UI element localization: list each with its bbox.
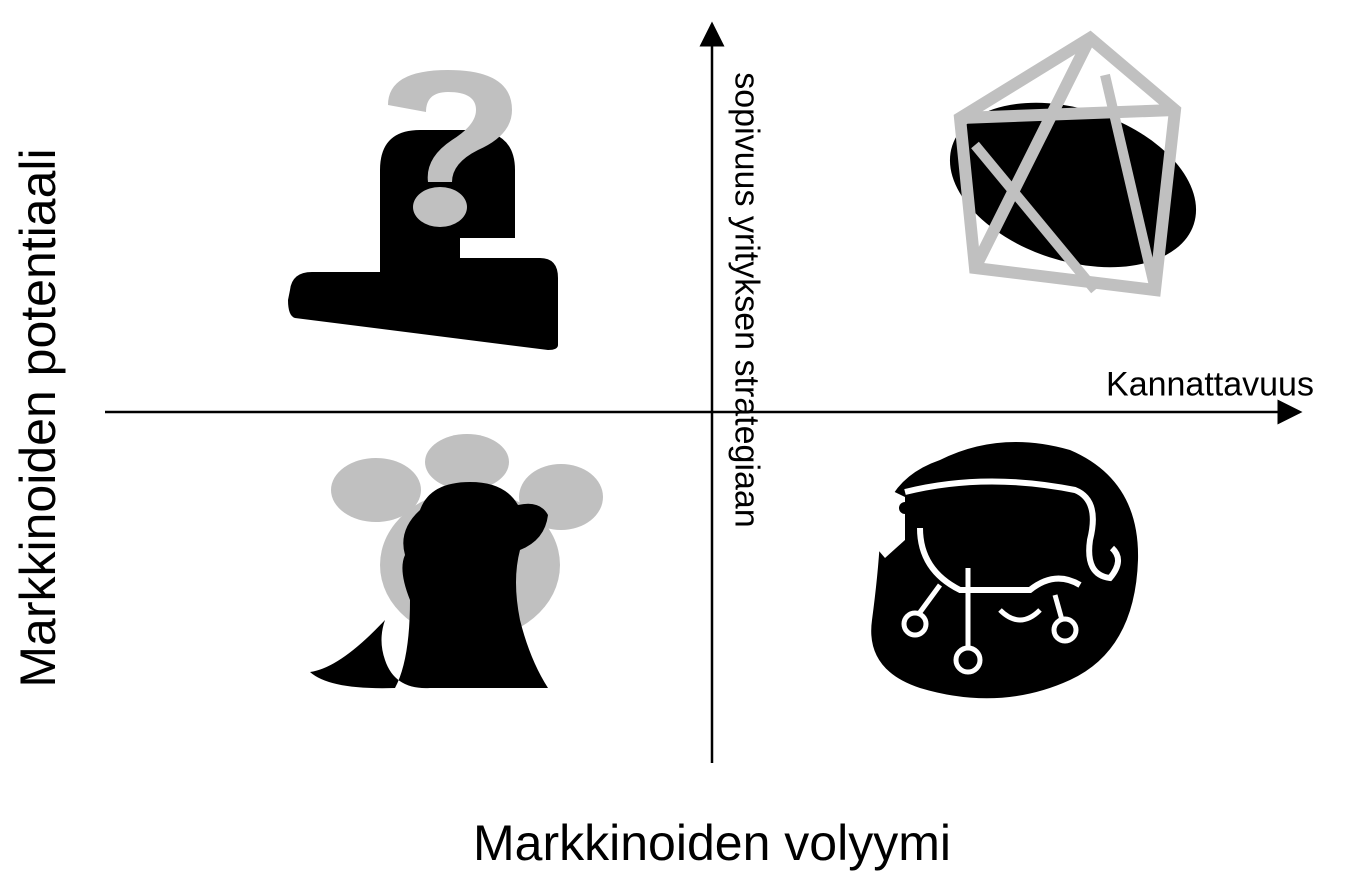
cow-icon	[825, 442, 1139, 699]
dog-icon	[310, 434, 603, 689]
vertical-axis-title: Markkinoiden potentiaali	[10, 148, 66, 688]
horizontal-axis-label: Kannattavuus	[1106, 365, 1314, 404]
horizontal-axis-title: Markkinoiden volyymi	[473, 815, 951, 871]
vertical-axis-label: sopivuus yrityksen strategiaan	[727, 72, 766, 528]
question-mark-icon	[288, 70, 558, 350]
star-icon	[949, 30, 1197, 297]
